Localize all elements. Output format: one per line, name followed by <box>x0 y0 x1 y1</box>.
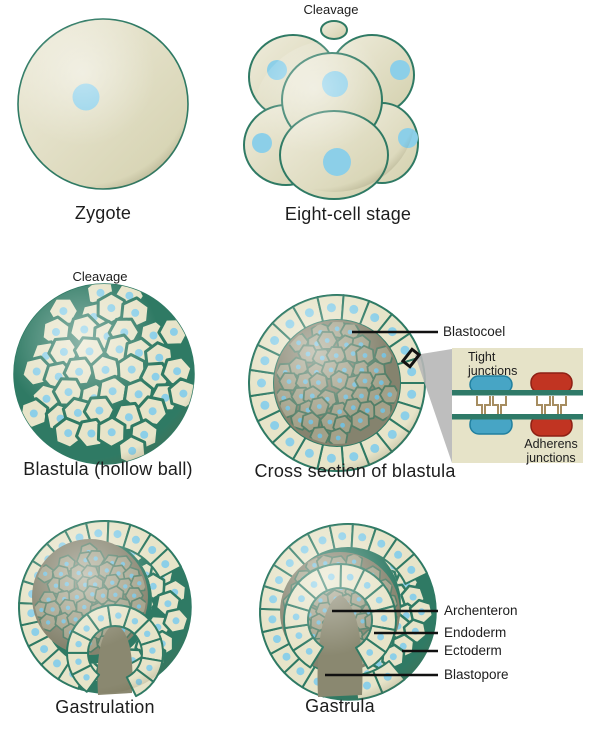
junction-strand <box>476 396 483 414</box>
archenteron-label: Archenteron <box>444 603 518 618</box>
blastula-shading <box>14 284 194 464</box>
gastrula-figure: Archenteron Endoderm Ectoderm Blastopore… <box>259 522 518 716</box>
cross-section-label: Cross section of blastula <box>254 461 456 481</box>
junction-strand <box>484 396 491 414</box>
adherens-junctions-label-line1: Adherens <box>524 437 578 451</box>
zygote-label: Zygote <box>75 203 131 223</box>
junction-strand <box>492 396 499 414</box>
blastula-label: Blastula (hollow ball) <box>23 459 192 479</box>
cleavage-label-top: Cleavage <box>304 2 359 17</box>
endoderm-label: Endoderm <box>444 625 506 640</box>
gastrulation-shading <box>19 521 191 693</box>
junction-zoom-marker <box>400 347 422 369</box>
eight-cell-shading <box>253 40 415 192</box>
junction-strand <box>500 396 507 414</box>
eight-cell-figure: Cleavage Eight-cell stage <box>243 2 419 224</box>
blastocoel-label: Blastocoel <box>443 324 505 339</box>
membrane-bottom <box>452 414 583 420</box>
zygote-shading <box>18 19 188 189</box>
tight-junctions-label-line1: Tight <box>468 350 496 364</box>
gastrulation-label: Gastrulation <box>55 697 154 717</box>
gastrulation-figure: Gastrulation <box>18 520 192 717</box>
inset-shadow-wedge <box>415 349 452 463</box>
eight-cell-label: Eight-cell stage <box>285 204 411 224</box>
junction-strand <box>536 396 543 414</box>
zygote-figure: Zygote <box>17 18 189 223</box>
cleavage-label-blastula: Cleavage <box>73 269 128 284</box>
cross-section-figure: Blastocoel Tight junctions Adherens junc… <box>248 293 583 481</box>
tight-junctions-label-line2: junctions <box>467 364 517 378</box>
membrane-top <box>452 390 583 396</box>
junction-strand <box>560 396 567 414</box>
gastrula-label: Gastrula <box>305 696 375 716</box>
junction-strand <box>544 396 551 414</box>
junction-strand <box>552 396 559 414</box>
ectoderm-label: Ectoderm <box>444 643 502 658</box>
cross-section-shading <box>249 295 425 471</box>
blastopore-label: Blastopore <box>444 667 509 682</box>
blastula-figure: Cleavage Blastula (hollow ball) <box>13 269 195 479</box>
junction-inset: Tight junctions Adherens junctions <box>452 348 583 465</box>
junction-strands <box>476 396 567 414</box>
adherens-junctions-label-line2: junctions <box>525 451 575 465</box>
cell <box>320 20 348 40</box>
